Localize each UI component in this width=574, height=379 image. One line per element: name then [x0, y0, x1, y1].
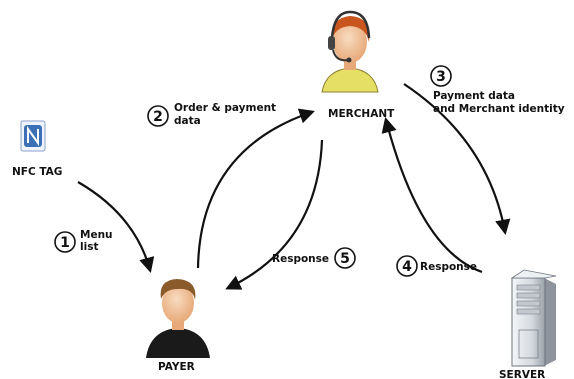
step-2-line-1: Order & payment	[174, 102, 276, 114]
step-3-number: 3	[436, 69, 446, 85]
payer-label: PAYER	[158, 361, 195, 373]
step-2-label: 2 Order & payment data	[147, 102, 276, 127]
step-5-line-1: Response	[272, 253, 329, 265]
step-1-line-1: Menu	[80, 229, 113, 241]
nfc-tag-label: NFC TAG	[12, 166, 62, 178]
nfc-tag-node: NFC TAG	[12, 120, 62, 178]
arrow-step-3	[403, 83, 511, 236]
step-3-label: 3 Payment data and Merchant identity	[430, 65, 565, 115]
step-1-line-2: list	[80, 241, 98, 253]
payer-person-icon	[146, 279, 210, 358]
server-node: SERVER	[499, 269, 557, 379]
step-1-badge	[54, 231, 76, 253]
step-2-number: 2	[153, 109, 163, 125]
merchant-label: MERCHANT	[328, 108, 395, 120]
step-5-badge	[334, 247, 356, 269]
step-2-badge	[147, 105, 169, 127]
step-4-number: 4	[402, 259, 412, 275]
arrow-step-5	[225, 139, 324, 290]
nfc-tag-icon	[20, 120, 46, 152]
payer-node: PAYER	[146, 279, 210, 373]
step-2-line-2: data	[174, 115, 201, 127]
step-1-label: 1 Menu list	[54, 229, 113, 253]
step-3-line-1: Payment data	[433, 90, 515, 102]
arrow-step-2	[196, 108, 315, 269]
arrow-step-4	[381, 117, 483, 274]
server-tower-icon	[510, 269, 557, 367]
server-label: SERVER	[499, 369, 545, 379]
step-1-number: 1	[60, 235, 70, 251]
merchant-node: MERCHANT	[321, 10, 395, 120]
step-4-line-1: Response	[420, 261, 477, 273]
arrow-step-1	[77, 181, 155, 273]
step-4-badge	[396, 255, 418, 277]
merchant-headset-icon	[321, 10, 379, 93]
step-5-number: 5	[340, 251, 350, 267]
step-3-line-2: and Merchant identity	[433, 103, 565, 115]
step-3-badge	[430, 65, 452, 87]
step-4-label: 4 Response	[396, 255, 477, 277]
step-5-label: Response 5	[272, 247, 356, 269]
